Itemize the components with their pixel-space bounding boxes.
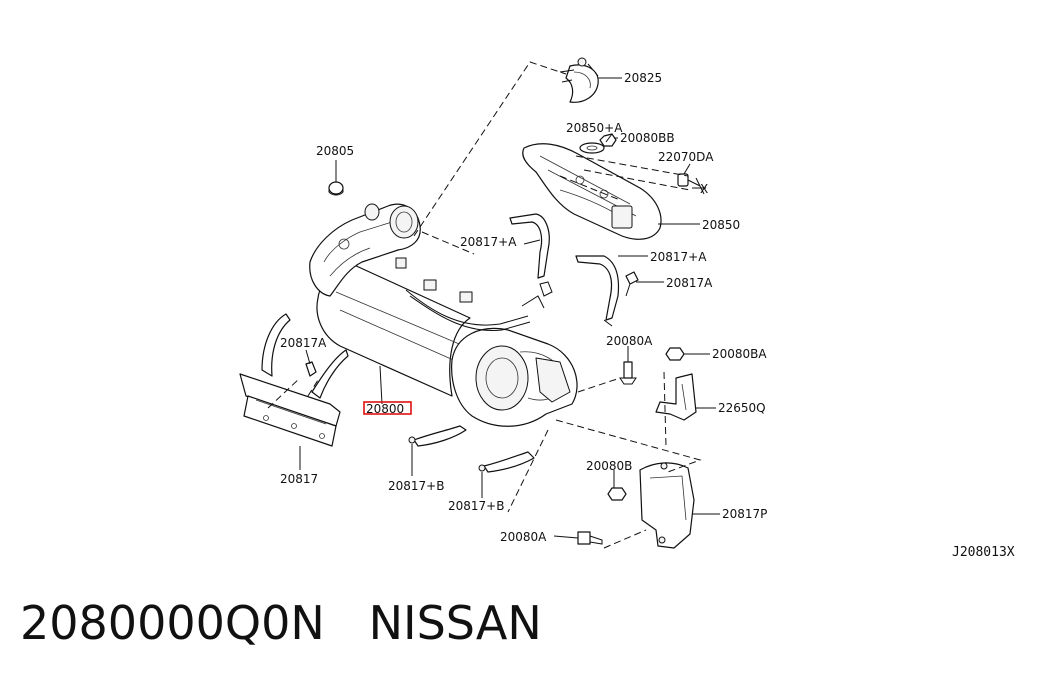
strap-20817A-mid[interactable]: [575, 255, 620, 327]
reference-lines: [267, 61, 702, 549]
label-22070DA[interactable]: 22070DA: [658, 150, 714, 164]
label-20817A-left[interactable]: 20817A: [280, 336, 327, 350]
bracket-20817[interactable]: [239, 373, 341, 447]
label-20817A-right[interactable]: 20817A: [666, 276, 713, 290]
label-20817B-a[interactable]: 20817+B: [388, 479, 444, 493]
bracket-22650Q[interactable]: [655, 373, 697, 421]
label-20817A-top[interactable]: 20817+A: [460, 235, 517, 249]
strap-20817A-top[interactable]: [509, 213, 553, 297]
bolt-20080A-mid[interactable]: [619, 361, 637, 385]
label-20080BA[interactable]: 20080BA: [712, 347, 767, 361]
nut-20080BA[interactable]: [665, 347, 685, 361]
label-20800[interactable]: 20800: [366, 402, 404, 416]
strap-20817B-a[interactable]: [408, 425, 467, 447]
bolt-20817A-right[interactable]: [625, 271, 639, 297]
caption: 2080000Q0N NISSAN: [20, 596, 542, 650]
label-20080A-mid[interactable]: 20080A: [606, 334, 653, 348]
label-20080A-bottom[interactable]: 20080A: [500, 530, 547, 544]
nut-20080B[interactable]: [607, 487, 627, 501]
heat-shield-20817P[interactable]: [639, 462, 695, 549]
diagram-reference: J208013X: [952, 545, 1015, 560]
bracket-20825[interactable]: [559, 57, 599, 103]
strap-20817A-left[interactable]: [261, 313, 349, 399]
label-20850[interactable]: 20850: [702, 218, 740, 232]
gasket-20850A[interactable]: [579, 142, 605, 154]
highlight-box-20800: [363, 401, 412, 415]
label-20850A[interactable]: 20850+A: [566, 121, 623, 135]
label-22650Q[interactable]: 22650Q: [718, 401, 766, 415]
inlet-pipe-assembly[interactable]: [309, 203, 421, 297]
label-20817A-mid[interactable]: 20817+A: [650, 250, 707, 264]
label-20817B-b[interactable]: 20817+B: [448, 499, 504, 513]
label-20825[interactable]: 20825: [624, 71, 662, 85]
brand-name: NISSAN: [368, 596, 542, 650]
label-20817[interactable]: 20817: [280, 472, 318, 486]
heat-shield-20850[interactable]: [522, 143, 662, 240]
label-20080BB[interactable]: 20080BB: [620, 131, 675, 145]
parts-diagram: 20825 20850+A 20080BB 22070DA X 20805 20…: [239, 57, 1015, 560]
strap-20817B-b[interactable]: [478, 451, 535, 473]
label-20080B[interactable]: 20080B: [586, 459, 632, 473]
x-mark: X: [700, 182, 708, 196]
label-20805[interactable]: 20805: [316, 144, 354, 158]
catalytic-converter-20800[interactable]: [316, 257, 578, 427]
stud-22070DA[interactable]: [677, 173, 705, 195]
plug-20805[interactable]: [328, 181, 344, 196]
label-20817P[interactable]: 20817P: [722, 507, 767, 521]
leader-lines: [299, 77, 720, 539]
part-labels: 20825 20850+A 20080BB 22070DA X 20805 20…: [280, 71, 1015, 560]
part-number: 2080000Q0N: [20, 596, 325, 650]
bolt-20080A-bottom[interactable]: [577, 531, 603, 545]
